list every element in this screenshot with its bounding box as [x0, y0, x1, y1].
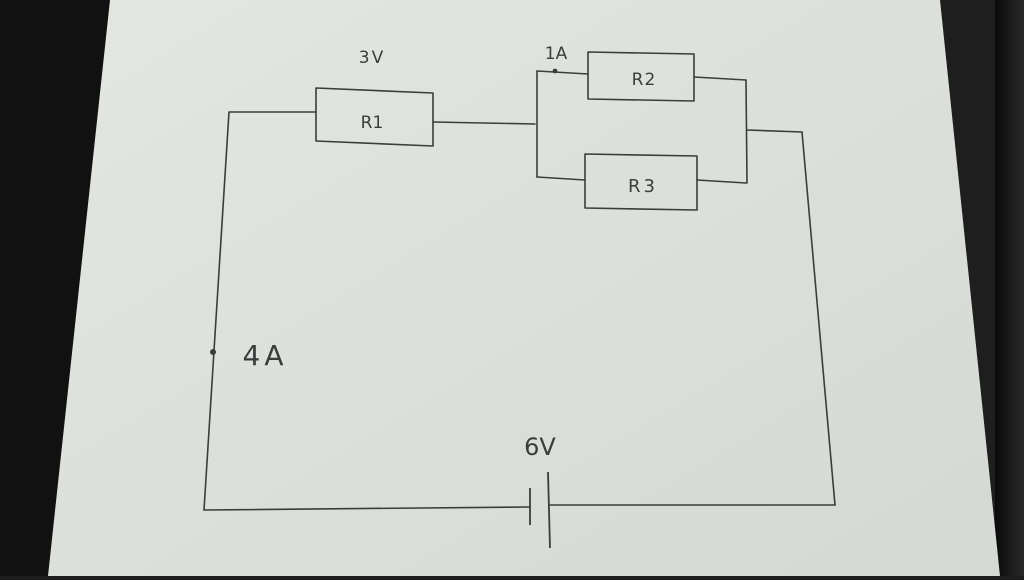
resistor-r3 [584, 153, 698, 211]
resistor-r1 [315, 87, 434, 147]
wire-r3-out [696, 179, 747, 184]
current-probe-dot-main [210, 349, 216, 355]
wire-to-r2 [536, 70, 589, 75]
wire-r1-to-junction [432, 121, 536, 125]
wire-right [801, 131, 836, 506]
r1-voltage-annotation: 3V [359, 48, 385, 68]
wire-left [203, 111, 317, 511]
r2-label: R2 [632, 70, 657, 90]
r1-label: R1 [361, 113, 384, 133]
paper-sheet [48, 0, 1000, 576]
battery-long-plate [547, 471, 551, 549]
r2-current-annotation: 1A [545, 44, 568, 64]
resistor-r2 [587, 51, 695, 102]
wire-to-r3 [536, 176, 586, 181]
wire-r2-out [693, 76, 747, 81]
circuit-wires [203, 51, 836, 511]
main-current-annotation: 4A [243, 339, 288, 372]
wire-junction-to-right [746, 129, 803, 133]
right-shadow [995, 0, 1024, 576]
wire-junction-right [745, 79, 748, 184]
wire-bottom-left [203, 506, 531, 511]
battery-voltage-annotation: 6V [524, 433, 556, 461]
current-probe-dot-r2 [552, 68, 558, 74]
r3-label: R3 [628, 176, 658, 197]
